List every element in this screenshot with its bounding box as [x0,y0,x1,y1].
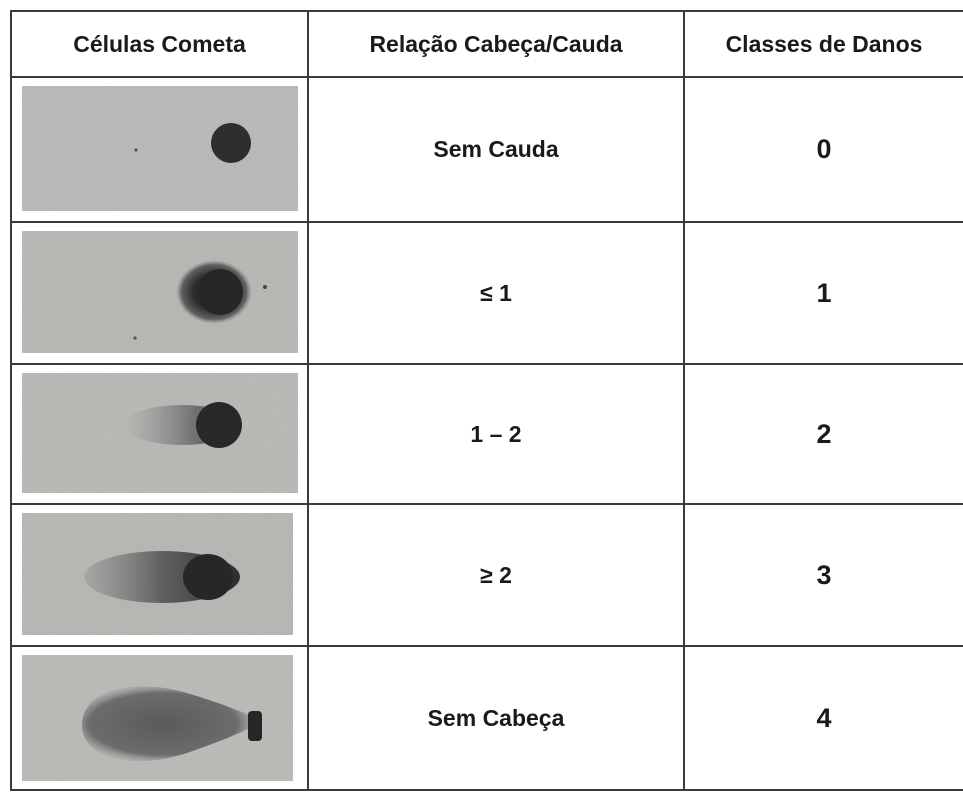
ratio-row-4: Sem Cabeça [427,704,565,731]
ratio-row-1: ≤ 1 [480,279,512,306]
table-border-bottom [10,789,963,791]
ratio-row-2: 1 – 2 [470,420,522,447]
comet-cell-medium-tail-image [22,373,298,493]
table-rule-row-3 [10,503,963,505]
ratio-row-3: ≥ 2 [480,561,512,588]
class-row-2: 2 [816,418,832,449]
table-border-left [10,10,12,791]
table-rule-row-1 [10,221,963,223]
comet-cell-long-tail-image [22,513,293,635]
class-row-0: 0 [816,134,832,164]
table-rule-col-2 [683,10,685,791]
header-ratio: Relação Cabeça/Cauda [369,30,623,57]
header-cells: Células Cometa [73,30,246,57]
class-row-4: 4 [816,702,832,733]
ratio-row-0: Sem Cauda [433,136,559,162]
header-classes: Classes de Danos [725,30,923,57]
table-rule-header [10,76,963,78]
comet-cell-small-tail-image [22,231,298,353]
comet-cell-no-tail-image [22,86,298,211]
table-rule-row-2 [10,363,963,365]
class-row-1: 1 [816,277,832,308]
table-border-top [10,10,963,12]
table-rule-col-1 [307,10,309,791]
class-row-3: 3 [816,559,832,590]
comet-cell-no-head-image [22,655,293,781]
table-rule-row-4 [10,645,963,647]
